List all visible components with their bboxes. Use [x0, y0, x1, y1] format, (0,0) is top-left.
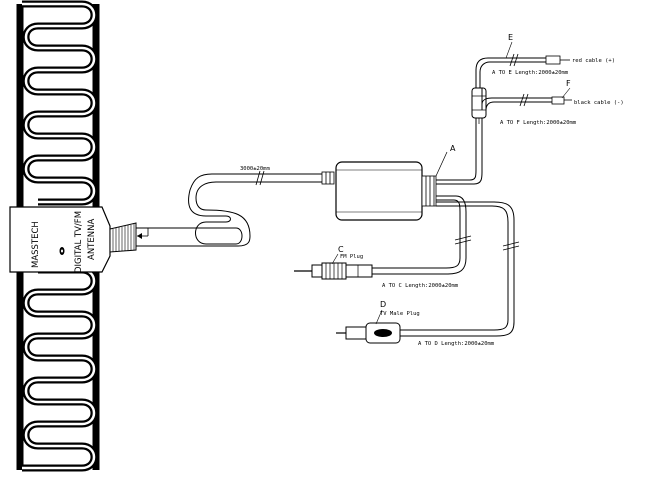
- red-cable-label: red cable (+): [572, 58, 615, 64]
- fuse-holder: [471, 87, 487, 124]
- leader-a: [435, 151, 448, 177]
- length-a-c: A TO C Length:2000±20mm: [382, 283, 459, 289]
- label-a: A: [450, 144, 456, 153]
- label-c: C: [338, 245, 344, 254]
- red-cable: [475, 53, 570, 88]
- output-cables: [372, 118, 520, 337]
- antenna-housing: MASSTECH DIGITAL TV/FM ANTENNA: [9, 206, 137, 273]
- logo-icon: [59, 247, 65, 255]
- fm-plug-label: FM Plug: [340, 254, 363, 260]
- antenna-product-line1: DIGITAL TV/FM: [74, 211, 84, 273]
- antenna-product-line2: ANTENNA: [87, 219, 97, 260]
- label-d: D: [380, 300, 386, 309]
- main-cable: [136, 170, 335, 247]
- main-cable-length: 3000±20mm: [240, 166, 270, 172]
- arrow-icon: [137, 228, 149, 239]
- tv-plug: [336, 322, 401, 344]
- fm-plug: [294, 262, 373, 280]
- leader-e: [505, 41, 513, 59]
- leader-c: [331, 253, 339, 265]
- length-a-d: A TO D Length:2000±20mm: [418, 341, 495, 347]
- splitter-box: [335, 161, 437, 221]
- leader-d: [375, 309, 383, 325]
- label-f: F: [566, 79, 571, 88]
- antenna-brand: MASSTECH: [31, 221, 41, 268]
- length-a-e: A TO E Length:2000±20mm: [492, 70, 569, 76]
- label-e: E: [508, 33, 513, 42]
- black-cable: [481, 88, 572, 111]
- length-a-f: A TO F Length:2000±20mm: [500, 120, 577, 126]
- tv-plug-label: TV Male Plug: [380, 311, 420, 317]
- leader-f: [561, 87, 571, 99]
- black-cable-label: black cable (-): [574, 100, 624, 106]
